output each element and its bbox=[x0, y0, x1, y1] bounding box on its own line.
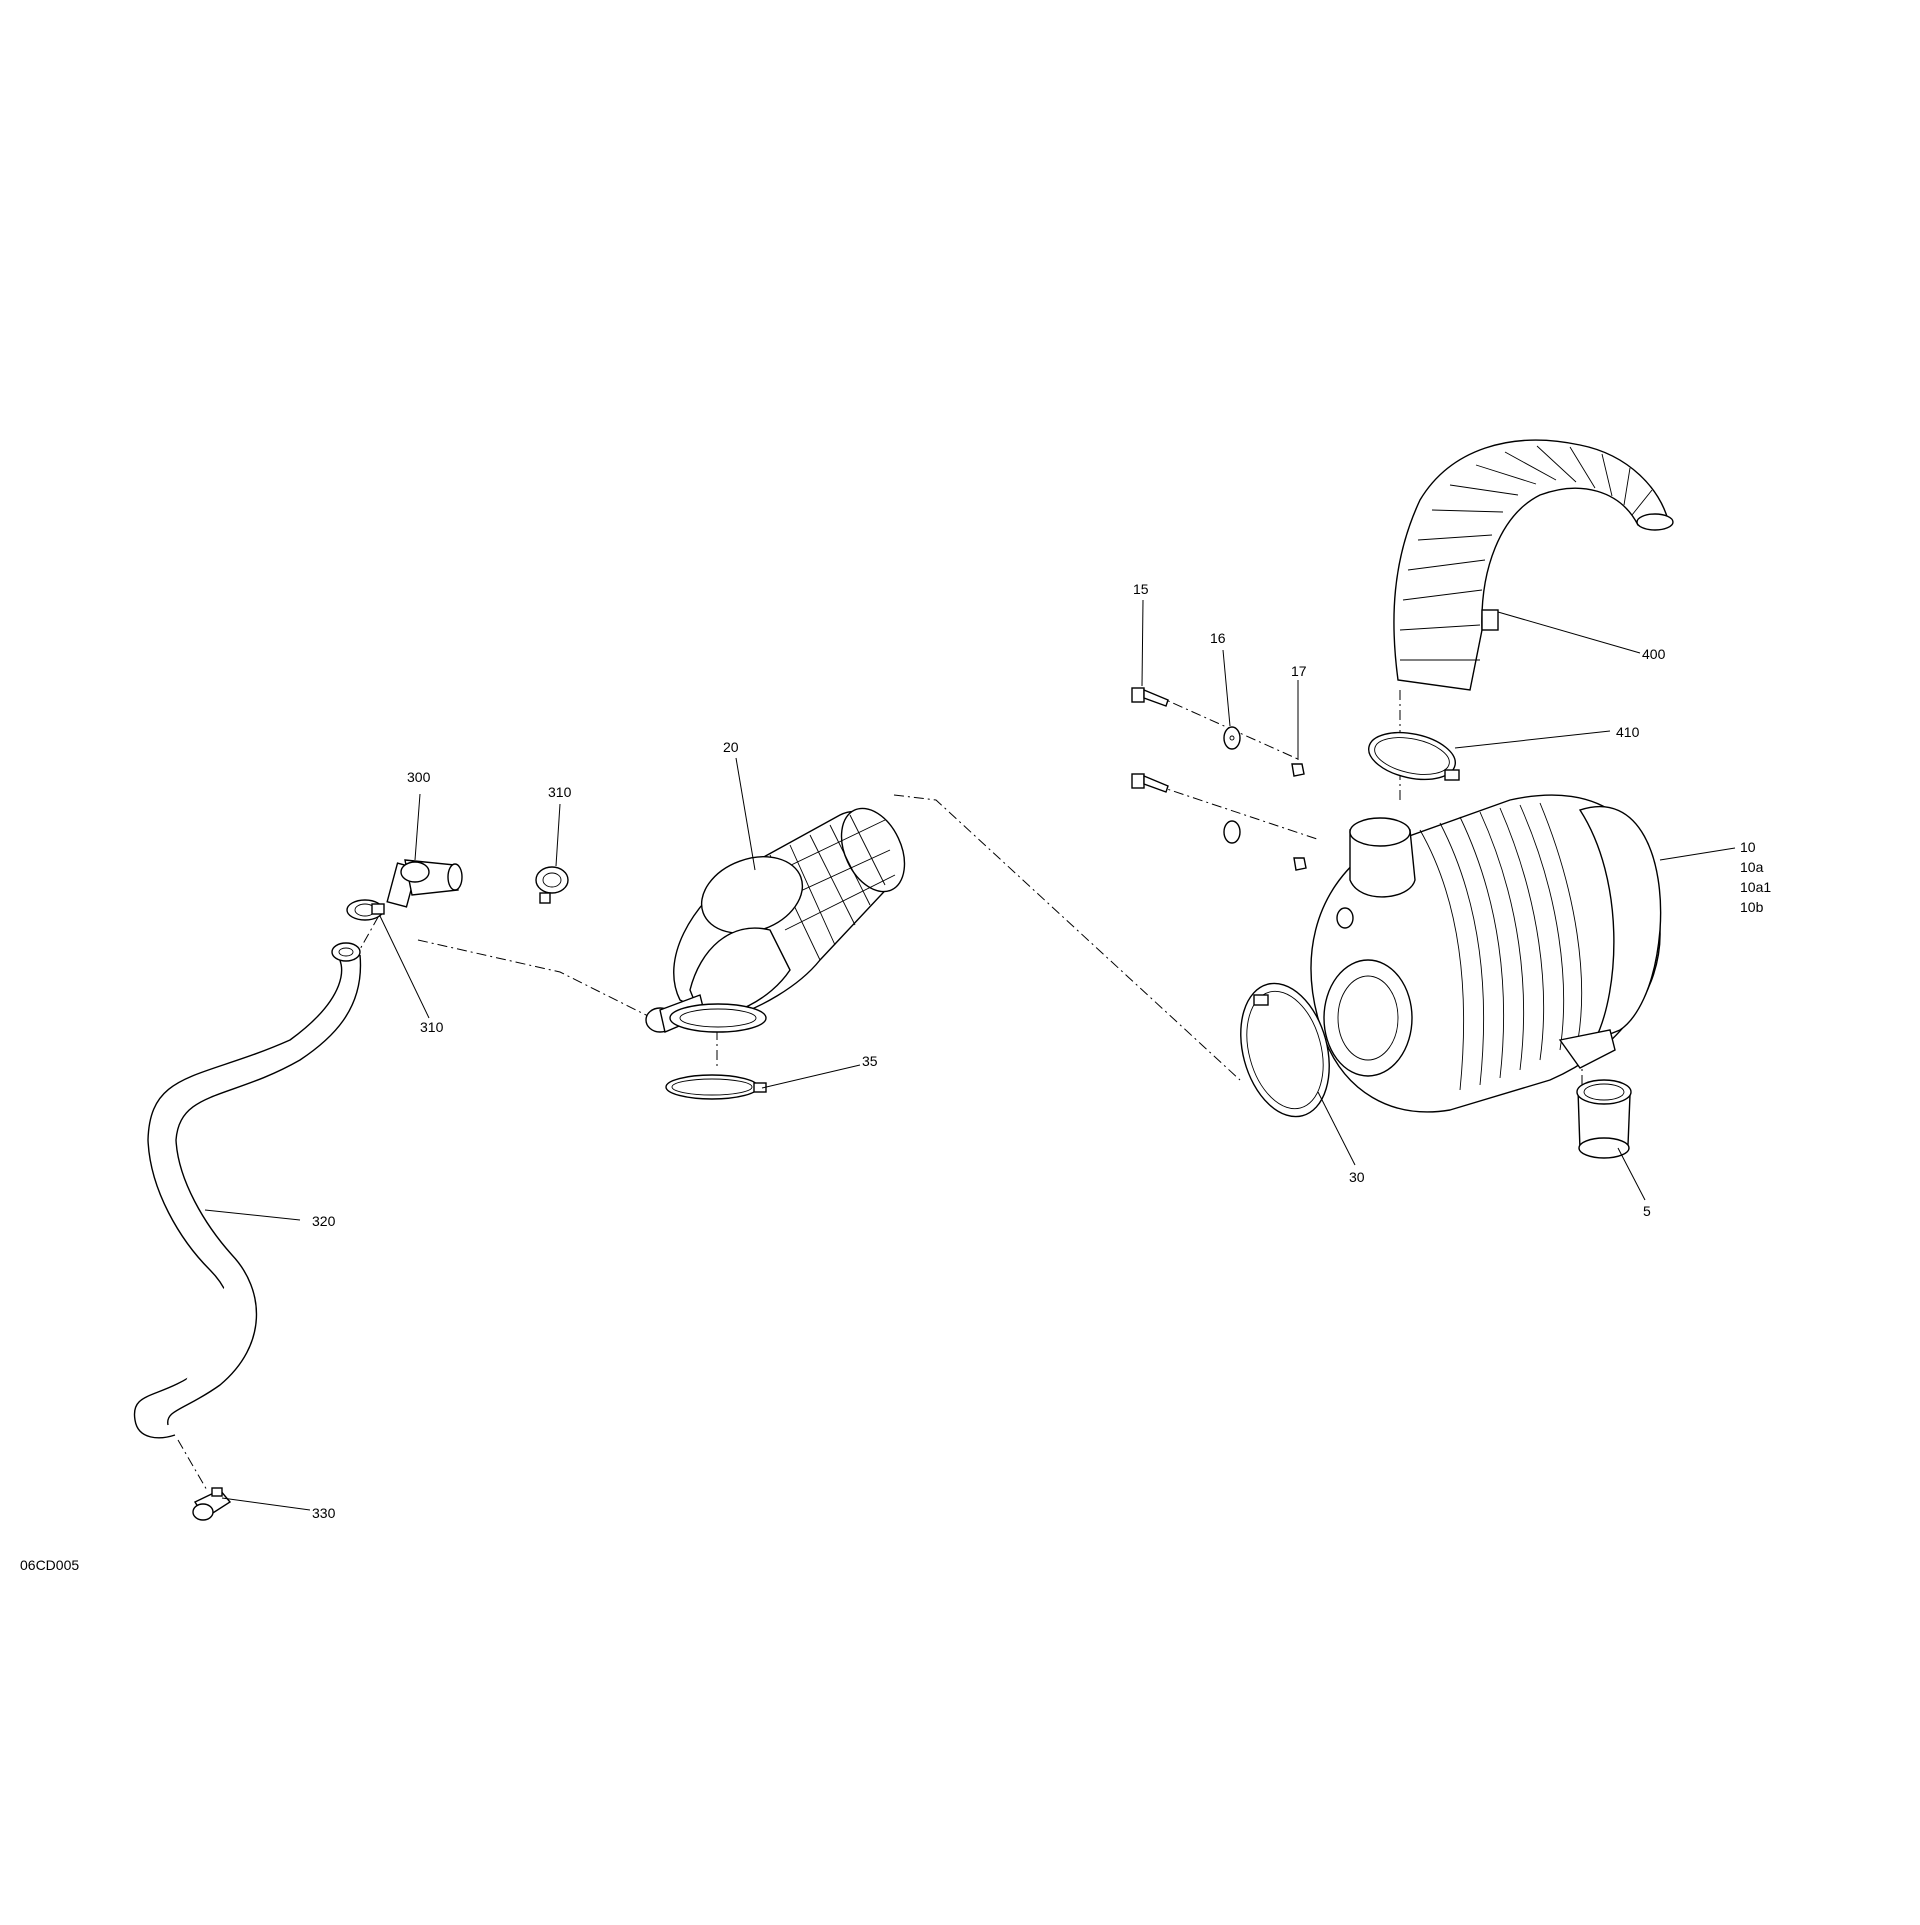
callout-30: 30 bbox=[1349, 1169, 1365, 1185]
fastener-set bbox=[1131, 687, 1307, 871]
intake-hose-400 bbox=[1393, 439, 1674, 691]
diagram-reference-code: 06CD005 bbox=[20, 1557, 79, 1573]
callout-400: 400 bbox=[1642, 646, 1666, 662]
callout-leaders bbox=[204, 599, 1736, 1511]
callout-16: 16 bbox=[1210, 630, 1226, 646]
callout-330: 330 bbox=[312, 1505, 336, 1521]
callout-5: 5 bbox=[1643, 1203, 1651, 1219]
hose-clamp-310-lower bbox=[346, 899, 385, 921]
callout-15: 15 bbox=[1133, 581, 1149, 597]
callout-35: 35 bbox=[862, 1053, 878, 1069]
callout-20: 20 bbox=[723, 739, 739, 755]
hose-clamp-35 bbox=[665, 1074, 767, 1100]
hose-clamp-410 bbox=[1368, 731, 1460, 781]
callout-10b: 10b bbox=[1740, 899, 1764, 915]
callout-310-upper: 310 bbox=[548, 784, 572, 800]
callout-10a: 10a bbox=[1740, 859, 1764, 875]
callout-labels: 300 310 310 20 35 320 330 15 16 17 400 4… bbox=[20, 581, 1771, 1573]
callout-300: 300 bbox=[407, 769, 431, 785]
callout-410: 410 bbox=[1616, 724, 1640, 740]
callout-17: 17 bbox=[1291, 663, 1307, 679]
elbow-fitting-300 bbox=[386, 859, 463, 908]
callout-310-lower: 310 bbox=[420, 1019, 444, 1035]
callout-10a1: 10a1 bbox=[1740, 879, 1771, 895]
outlet-sleeve-5 bbox=[1576, 1079, 1632, 1159]
hose-clamp-330 bbox=[192, 1487, 232, 1521]
hose-clamp-310-upper bbox=[535, 866, 569, 904]
coolant-hose-320 bbox=[133, 942, 362, 1439]
callout-320: 320 bbox=[312, 1213, 336, 1229]
callout-10: 10 bbox=[1740, 839, 1756, 855]
air-filter-housing-10 bbox=[1310, 794, 1662, 1113]
intake-adapter-20 bbox=[645, 807, 906, 1033]
hose-clamp-30 bbox=[1240, 982, 1330, 1118]
